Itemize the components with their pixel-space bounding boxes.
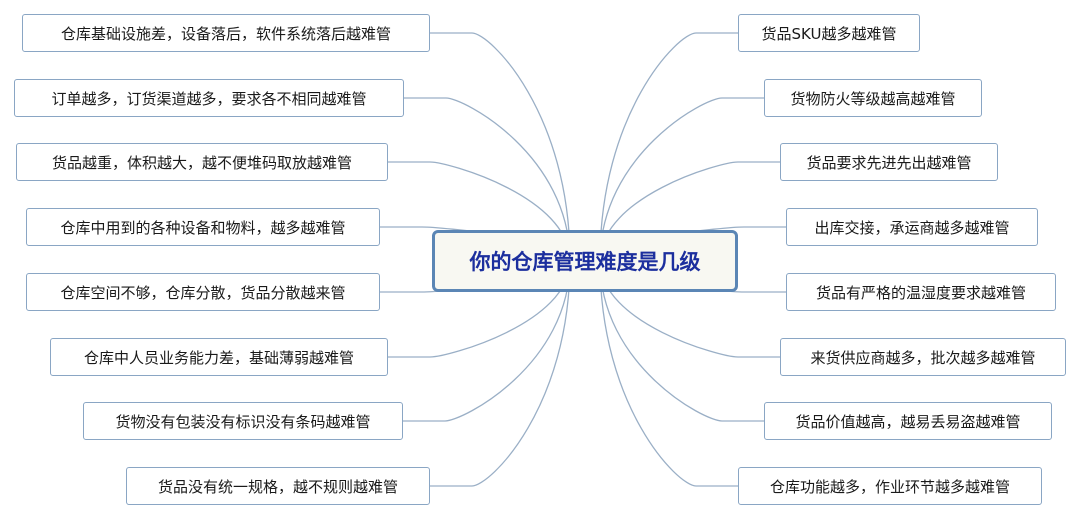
branch-node-left-4[interactable]: 仓库中用到的各种设备和物料，越多越难管	[26, 208, 380, 246]
connector-left-7	[403, 260, 571, 422]
connector-right-15	[599, 260, 764, 422]
connector-left-2	[404, 97, 571, 262]
branch-node-left-5[interactable]: 仓库空间不够，仓库分散，货品分散越来管	[26, 273, 380, 311]
branch-node-left-7[interactable]: 货物没有包装没有标识没有条码越难管	[83, 402, 403, 440]
branch-node-right-4[interactable]: 出库交接，承运商越多越难管	[786, 208, 1038, 246]
branch-node-left-3[interactable]: 货品越重，体积越大，越不便堆码取放越难管	[16, 143, 388, 181]
connector-right-16	[599, 260, 738, 487]
branch-node-left-8[interactable]: 货品没有统一规格，越不规则越难管	[126, 467, 430, 505]
connector-right-9	[599, 32, 738, 262]
branch-node-left-1[interactable]: 仓库基础设施差，设备落后，软件系统落后越难管	[22, 14, 430, 52]
branch-node-right-5[interactable]: 货品有严格的温湿度要求越难管	[786, 273, 1056, 311]
connector-left-8	[430, 260, 571, 487]
connector-left-1	[430, 32, 571, 262]
branch-node-right-3[interactable]: 货品要求先进先出越难管	[780, 143, 998, 181]
branch-node-left-2[interactable]: 订单越多，订货渠道越多，要求各不相同越难管	[14, 79, 404, 117]
center-topic[interactable]: 你的仓库管理难度是几级	[432, 230, 738, 292]
branch-node-right-8[interactable]: 仓库功能越多，作业环节越多越难管	[738, 467, 1042, 505]
branch-node-right-1[interactable]: 货品SKU越多越难管	[738, 14, 920, 52]
branch-node-left-6[interactable]: 仓库中人员业务能力差，基础薄弱越难管	[50, 338, 388, 376]
branch-node-right-7[interactable]: 货品价值越高，越易丢易盗越难管	[764, 402, 1052, 440]
branch-node-right-6[interactable]: 来货供应商越多，批次越多越难管	[780, 338, 1066, 376]
branch-node-right-2[interactable]: 货物防火等级越高越难管	[764, 79, 982, 117]
connector-right-10	[599, 97, 764, 262]
